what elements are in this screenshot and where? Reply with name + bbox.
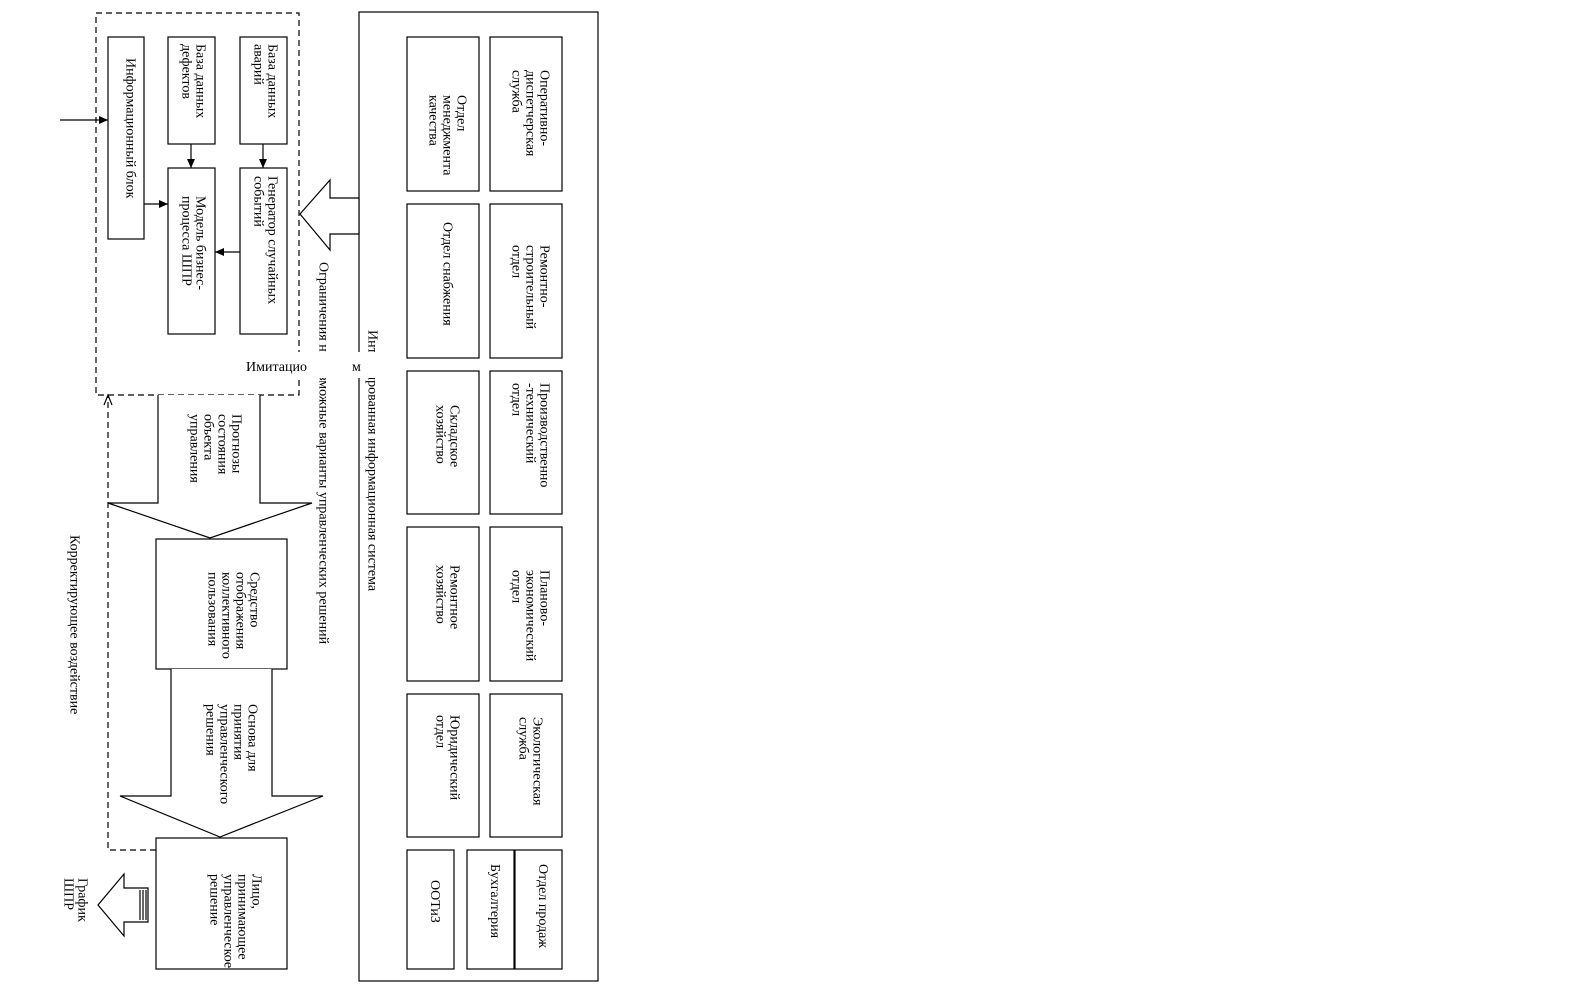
department-label-line: отдел (433, 715, 448, 748)
constraints-arrow (299, 178, 360, 252)
process-model-label-line: Модель бизнес- (193, 196, 208, 290)
department-label-line: Складское (447, 405, 462, 467)
department-label-line: ООТиЗ (427, 880, 442, 923)
display-means-label-line: коллективного (219, 572, 234, 659)
defects-db-box (167, 36, 216, 145)
corrective-label: Корректирующее воздействие (67, 535, 82, 714)
department-label-line: Отдел продаж (535, 864, 550, 948)
decision-basis-label-line: принятия (231, 704, 246, 761)
label-mask (290, 352, 405, 378)
defects-db-label-line: дефектов (179, 44, 194, 99)
department-label-line: строительный (523, 245, 538, 330)
accidents-db-box (239, 36, 288, 145)
decision-basis-label-line: Основа для (245, 704, 260, 772)
department-box (466, 849, 515, 970)
decision-maker-label-line: Лицо, (249, 874, 264, 909)
department-label-line: Бухгалтерия (487, 864, 502, 939)
simulation-label: Имитацио (246, 360, 307, 375)
department-label-line: отдел (509, 570, 524, 603)
department-label-line: Производственно (537, 383, 552, 487)
constraints-label: Ограничения на возможные варианты управл… (316, 262, 331, 645)
department-box (406, 203, 480, 359)
department-box (489, 526, 563, 682)
department-label-line: Ремонтное (447, 565, 462, 629)
department-label-line: хозяйство (433, 565, 448, 624)
department-boxes: Оперативно-диспетчерскаяслужбаОтделменед… (406, 36, 563, 970)
forecast-label-line: объекта (201, 414, 216, 461)
display-means-label: Средствоотображенияколлективногопользова… (205, 572, 262, 659)
corrective-feedback-line (107, 397, 156, 851)
info-block-label-line: Информационный блок (123, 58, 138, 199)
forecast-label-line: состояния (215, 414, 230, 475)
decision-basis-label-line: решения (203, 704, 218, 756)
decision-basis-label-line: управленческого (217, 704, 232, 804)
forecast-arrow (107, 395, 313, 539)
department-box (489, 693, 563, 838)
department-label-line: Отдел (454, 95, 469, 131)
event-generator-box (239, 167, 288, 335)
decision-maker-label-line: принимающее (235, 874, 250, 960)
department-label-line: -технический (523, 383, 538, 464)
decision-basis-arrow (119, 669, 324, 838)
department-box (406, 693, 480, 838)
department-label-line: менеджмента (440, 95, 455, 176)
simulation-area (95, 12, 300, 396)
forecast-label-line: Прогнозы (229, 414, 244, 474)
department-label-line: Ремонтно- (537, 245, 552, 308)
department-label-line: отдел (509, 245, 524, 278)
department-label-line: экономический (523, 570, 538, 662)
department-label-line: Экологическая (530, 717, 545, 806)
decision-maker-label-line: решение (207, 874, 222, 925)
department-box (406, 370, 480, 515)
accidents-db-label-line: аварий (251, 44, 266, 85)
department-label-line: Планово- (537, 570, 552, 626)
simulation-label-tail: м (352, 360, 361, 375)
defects-db-label-line: База данных (193, 44, 208, 118)
department-label-line: служба (509, 70, 524, 114)
department-label-line: диспетчерская (523, 70, 538, 157)
info-block-box (107, 36, 145, 240)
department-label-line: Юридический (447, 715, 462, 801)
display-means-label-line: отображения (233, 572, 248, 650)
department-label-line: служба (516, 717, 531, 761)
corrective-arrowhead (103, 393, 113, 406)
event-generator-label-line: событий (251, 176, 266, 227)
department-box (406, 526, 480, 682)
forecast-label-line: управления (187, 414, 202, 483)
decision-maker-box (155, 837, 288, 970)
department-box (514, 849, 563, 970)
decision-maker-label-line: управленческое (221, 874, 236, 968)
ois-title: Интегрированная информационная система (365, 330, 380, 592)
department-label-line: качества (426, 95, 441, 147)
event-generator-label-line: Генератор случайных (265, 176, 280, 304)
schedule-output-arrow (97, 872, 149, 938)
department-label-line: хозяйство (433, 405, 448, 464)
department-box (489, 370, 563, 515)
display-means-label-line: пользования (205, 572, 220, 647)
department-box (406, 36, 480, 192)
department-box (489, 36, 563, 192)
display-means-box (155, 538, 288, 670)
department-label-line: Оперативно- (537, 70, 552, 146)
schedule-label-line: График (75, 878, 90, 922)
process-model-label-line: процесса ШПР (179, 196, 194, 286)
department-label-line: отдел (509, 383, 524, 416)
department-box (489, 203, 563, 359)
department-box (406, 849, 455, 970)
accidents-db-label-line: База данных (265, 44, 280, 118)
schedule-label-line: ШПР (61, 878, 76, 910)
department-label-line: Отдел снабжения (440, 222, 455, 326)
display-means-label-line: Средство (247, 572, 262, 627)
